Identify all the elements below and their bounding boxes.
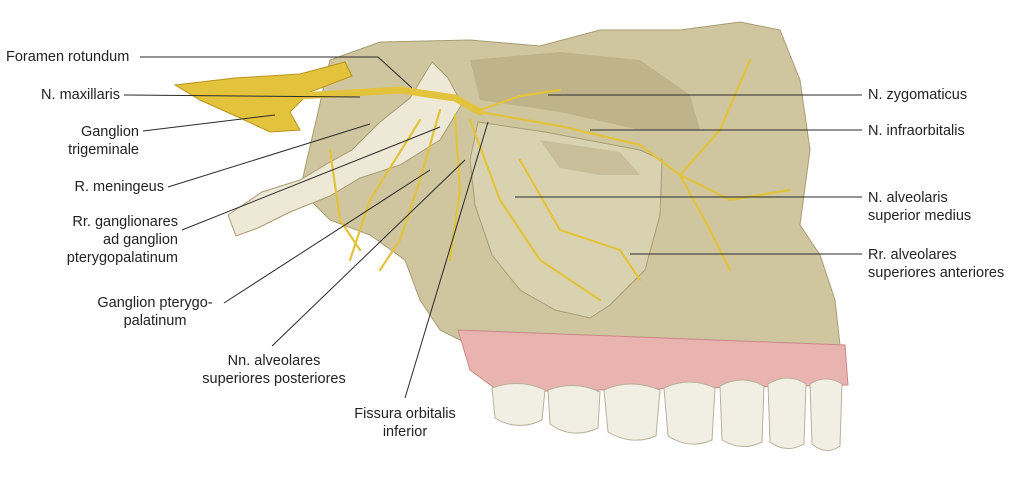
tooth (663, 381, 716, 445)
tooth (809, 378, 843, 451)
label-line: ad ganglion (103, 232, 178, 248)
label-r-meningeus: R. meningeus (75, 178, 164, 196)
nerve-branch (518, 158, 642, 282)
label-n-alveolaris-medius: N. alveolaris superior medius (868, 189, 971, 225)
tooth (491, 383, 546, 426)
label-line: N. alveolaris (868, 190, 948, 206)
label-foramen-rotundum: Foramen rotundum (6, 48, 129, 66)
leader-r-meningeus (167, 123, 371, 188)
label-line: pterygopalatinum (66, 250, 178, 266)
n-maxillaris-trunk (296, 86, 484, 116)
label-rr-alveolares-ant: Rr. alveolares superiores anteriores (868, 246, 1004, 282)
sinus-shadow (540, 140, 640, 175)
nerve-branch (678, 173, 792, 202)
leader-fissura-orbitalis (404, 121, 489, 399)
label-line: trigeminale (68, 142, 139, 158)
tooth (547, 385, 601, 434)
label-line: N. infraorbitalis (868, 123, 965, 139)
label-line: inferior (382, 424, 428, 440)
cut-bone-section (227, 61, 463, 237)
tooth (719, 379, 765, 447)
nerve-branch (478, 110, 682, 177)
label-line: Ganglion pterygo- (97, 295, 213, 311)
nerve-branch (328, 148, 362, 252)
leader-ganglion-pterygopalatinum (223, 169, 431, 304)
label-line: N. zygomaticus (868, 87, 968, 103)
leader-n-maxillaris (123, 94, 361, 98)
label-line: Rr. alveolares (868, 247, 957, 263)
orbit (470, 52, 700, 130)
label-fissura-orbitalis: Fissura orbitalis inferior (340, 405, 470, 441)
nerve-branch (348, 118, 422, 262)
label-line: Ganglion (80, 124, 139, 140)
label-line: Rr. ganglionares (72, 214, 178, 230)
label-ganglion-trigeminale: Ganglion trigeminale (68, 123, 139, 159)
tooth (767, 377, 807, 449)
leader-foramen-rotundum (377, 56, 413, 89)
label-line: superior medius (868, 208, 972, 224)
nerve-branch (478, 88, 562, 112)
label-line: palatinum (123, 313, 187, 329)
label-rr-ganglionares: Rr. ganglionares ad ganglion pterygopalati… (67, 213, 178, 267)
label-nn-alveolares-post: Nn. alveolares superiores posteriores (194, 352, 354, 388)
label-line: Fissura orbitalis (354, 406, 456, 422)
label-line: R. meningeus (74, 179, 164, 195)
nerve-branches (328, 58, 792, 302)
label-n-zygomaticus: N. zygomaticus (868, 86, 967, 104)
label-n-infraorbitalis: N. infraorbitalis (868, 122, 965, 140)
label-line: N. maxillaris (41, 87, 120, 103)
nerve-branch (468, 118, 602, 302)
maxillary-sinus (469, 121, 663, 319)
leader-nn-alveolares-post (271, 159, 466, 347)
label-line: superiores anteriores (868, 265, 1005, 281)
label-ganglion-pterygopalatinum: Ganglion pterygo-palatinum (92, 294, 218, 330)
tooth (603, 383, 661, 441)
trigeminal-nerve (173, 61, 353, 133)
label-line: Nn. alveolares (227, 353, 321, 369)
leader-ganglion-trigeminale (142, 114, 276, 132)
label-line: superiores posteriores (202, 371, 346, 387)
leader-rr-ganglionares (181, 126, 441, 231)
label-line: Foramen rotundum (6, 49, 130, 65)
label-n-maxillaris: N. maxillaris (41, 86, 120, 104)
nerve-branch (678, 173, 732, 272)
nerve-branch (378, 108, 442, 272)
teeth (491, 377, 843, 451)
